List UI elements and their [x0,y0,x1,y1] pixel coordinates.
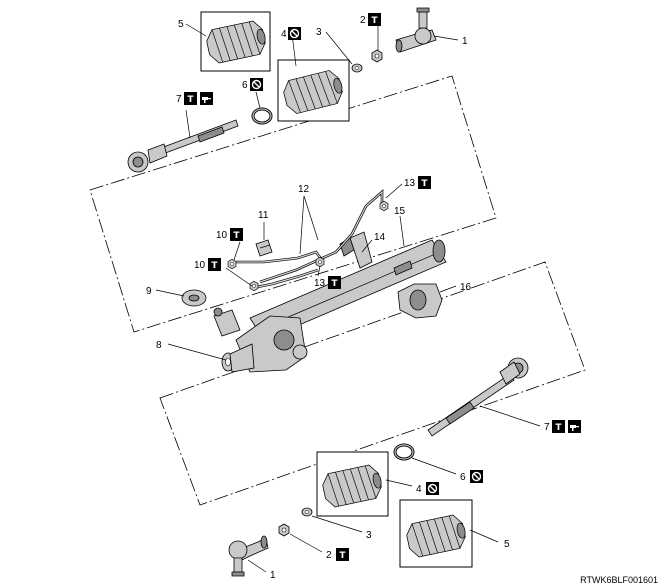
callout-2-top: 2 [360,15,366,26]
callout-16: 16 [460,282,472,293]
clamp-6-lower [393,443,415,461]
nut-2-lower [278,523,290,537]
callout-12: 12 [298,184,310,195]
grease-icon [568,420,581,433]
callout-13-lower: 13 [314,278,326,289]
callout-15: 15 [394,206,406,217]
fitting-10-b [249,280,259,292]
callout-3-top: 3 [316,27,322,38]
figure-code: RTWK6BLF001601 [580,575,658,585]
leader-lines [155,23,541,573]
callout-13-top: 13 [404,178,416,189]
gear-valve-body-8 [213,307,308,373]
clamp-6-top [251,107,273,125]
no-reuse-icon [287,26,302,41]
fitting-13-b [315,256,325,268]
callout-6-lower: 6 [460,472,466,483]
no-reuse-icon [425,481,440,496]
callout-6-top: 6 [242,80,248,91]
mount-bushing-16 [397,283,443,319]
fitting-10-a [227,258,237,270]
torque-icon [184,92,197,105]
rack-housing-15 [249,239,447,341]
torque-icon [336,548,349,561]
callout-1-top: 1 [462,36,468,47]
callout-7-top: 7 [176,94,182,105]
callout-11: 11 [258,210,269,221]
callout-5-lower: 5 [504,539,510,550]
tie-rod-end-1-lower [228,535,269,577]
callout-5-top: 5 [178,19,184,30]
callout-9: 9 [146,286,152,297]
callout-3-lower: 3 [366,530,372,541]
no-reuse-icon [469,469,484,484]
torque-icon [418,176,431,189]
torque-icon [368,13,381,26]
callout-10-lower: 10 [194,260,206,271]
grease-icon [200,92,213,105]
nut-2-top [371,49,383,63]
torque-icon [552,420,565,433]
clip-11 [255,239,273,257]
torque-icon [208,258,221,271]
callout-1-lower: 1 [270,570,276,581]
callout-2-lower: 2 [326,550,332,561]
clip-3-lower [301,507,313,517]
callout-14: 14 [374,232,386,243]
torque-icon [328,276,341,289]
callout-4-lower: 4 [416,484,422,495]
callout-8: 8 [156,340,162,351]
callout-7-lower: 7 [544,422,550,433]
pipes-12 [236,189,384,290]
tie-rod-7-top [127,119,239,173]
fitting-13-a [379,200,389,212]
bracket-14 [339,231,373,269]
callout-4-top: 4 [281,29,287,40]
clip-3-top [351,63,363,73]
callout-10-top: 10 [216,230,228,241]
dust-seal-9 [181,289,207,307]
torque-icon [230,228,243,241]
no-reuse-icon [249,77,264,92]
tie-rod-end-1-top [395,7,437,53]
tie-rod-7-lower [427,357,529,437]
